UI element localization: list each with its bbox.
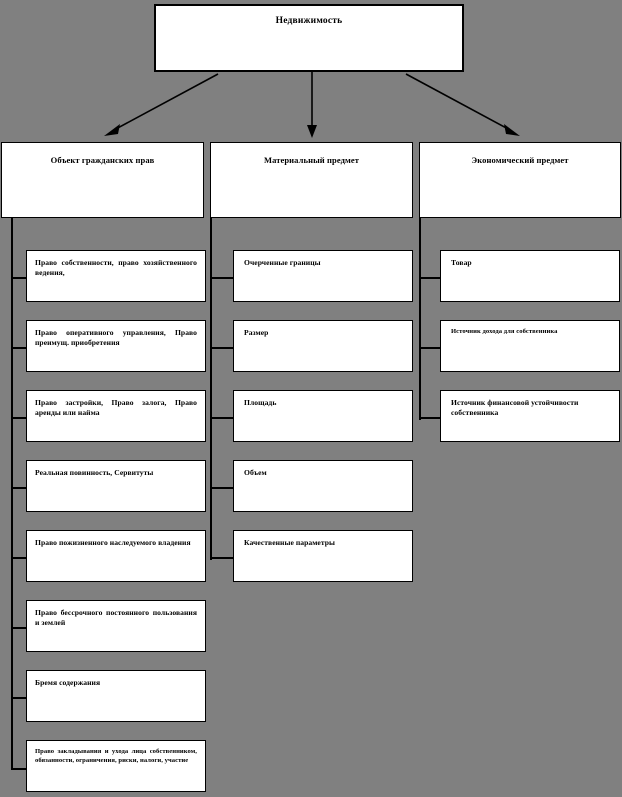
leaf-node-c2-4-label: Объем — [244, 468, 267, 477]
leaf-node-c1-5: Право пожизненного наследуемого владения — [26, 530, 206, 582]
connector-stub-c2-4 — [210, 487, 233, 489]
leaf-node-c1-8: Право закладывания и ухода лица собствен… — [26, 740, 206, 792]
leaf-node-c3-1: Товар — [440, 250, 620, 302]
leaf-node-c2-1-label: Очерченные границы — [244, 258, 321, 267]
leaf-node-c2-5: Качественные параметры — [233, 530, 413, 582]
category-node-3: Экономический предмет — [419, 142, 621, 218]
connector-stub-c2-2 — [210, 347, 233, 349]
connector-stub-c3-3 — [419, 417, 440, 419]
category-node-3-label: Экономический предмет — [471, 155, 569, 165]
leaf-node-c3-2-label: Источник дохода для собственника — [451, 328, 558, 335]
connector-trunk-column-1 — [11, 218, 13, 770]
connector-trunk-column-3 — [419, 218, 421, 420]
leaf-node-c1-7: Бремя содержания — [26, 670, 206, 722]
leaf-node-c3-3-label: Источник финансовой устойчивости собстве… — [451, 398, 579, 418]
leaf-node-c3-3: Источник финансовой устойчивости собстве… — [440, 390, 620, 442]
connector-stub-c2-1 — [210, 277, 233, 279]
arrow-root-to-category-1 — [100, 72, 220, 140]
leaf-node-c2-4: Объем — [233, 460, 413, 512]
leaf-node-c1-1-label: Право собственности, право хозяйственног… — [35, 258, 197, 278]
leaf-node-c1-6: Право бессрочного постоянного пользовани… — [26, 600, 206, 652]
arrow-root-to-category-3 — [404, 72, 524, 140]
leaf-node-c1-4: Реальная повинность, Сервитуты — [26, 460, 206, 512]
leaf-node-c1-8-label: Право закладывания и ухода лица собствен… — [35, 748, 197, 764]
leaf-node-c1-2-label: Право оперативного управления, Право пре… — [35, 328, 197, 348]
connector-stub-c1-4 — [11, 487, 26, 489]
leaf-node-c1-5-label: Право пожизненного наследуемого владения — [35, 538, 191, 547]
leaf-node-c1-6-label: Право бессрочного постоянного пользовани… — [35, 608, 197, 628]
root-node-label: Недвижимость — [275, 16, 343, 26]
leaf-node-c2-5-label: Качественные параметры — [244, 538, 335, 547]
leaf-node-c2-2: Размер — [233, 320, 413, 372]
leaf-node-c2-1: Очерченные границы — [233, 250, 413, 302]
leaf-node-c2-3-label: Площадь — [244, 398, 277, 407]
connector-stub-c2-5 — [210, 557, 233, 559]
connector-stub-c1-1 — [11, 277, 26, 279]
leaf-node-c1-3-label: Право застройки, Право залога, Право аре… — [35, 398, 197, 418]
connector-stub-c3-2 — [419, 347, 440, 349]
leaf-node-c1-7-label: Бремя содержания — [35, 678, 101, 687]
category-node-1-label: Объект гражданских прав — [50, 155, 155, 165]
connector-stub-c1-6 — [11, 627, 26, 629]
category-node-2: Материальный предмет — [210, 142, 413, 218]
connector-stub-c3-1 — [419, 277, 440, 279]
leaf-node-c3-2: Источник дохода для собственника — [440, 320, 620, 372]
leaf-node-c3-1-label: Товар — [451, 258, 472, 267]
leaf-node-c1-4-label: Реальная повинность, Сервитуты — [35, 468, 154, 477]
leaf-node-c1-2: Право оперативного управления, Право пре… — [26, 320, 206, 372]
leaf-node-c1-3: Право застройки, Право залога, Право аре… — [26, 390, 206, 442]
category-node-1: Объект гражданских прав — [1, 142, 204, 218]
category-node-2-label: Материальный предмет — [263, 155, 360, 165]
connector-stub-c2-3 — [210, 417, 233, 419]
leaf-node-c2-2-label: Размер — [244, 328, 269, 337]
connector-stub-c1-8 — [11, 768, 26, 770]
leaf-node-c2-3: Площадь — [233, 390, 413, 442]
leaf-node-c1-1: Право собственности, право хозяйственног… — [26, 250, 206, 302]
root-node: Недвижимость — [154, 4, 464, 72]
connector-stub-c1-7 — [11, 697, 26, 699]
arrow-root-to-category-2 — [303, 72, 323, 140]
connector-stub-c1-5 — [11, 557, 26, 559]
connector-trunk-column-2 — [210, 218, 212, 560]
connector-stub-c1-3 — [11, 417, 26, 419]
connector-stub-c1-2 — [11, 347, 26, 349]
